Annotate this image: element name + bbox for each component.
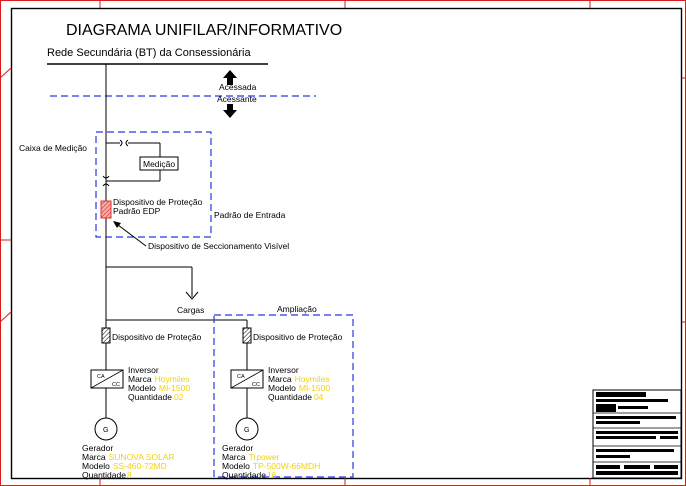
- branch-2-protection-device: [242, 327, 252, 344]
- branch-1-protection-label: Dispositivo de Proteção: [112, 332, 202, 342]
- generator-1-brand-value: SUNOVA SOLAR: [109, 452, 175, 462]
- diagram-title: DIAGRAMA UNIFILAR/INFORMATIVO: [66, 22, 342, 39]
- inverter-2-dc: CC: [252, 382, 260, 388]
- inverter-2-icon: CA CC: [230, 369, 264, 389]
- generator-1-icon: G: [94, 417, 118, 441]
- upper-side-label: Acessada: [219, 82, 257, 92]
- generator-1-symbol: G: [103, 427, 108, 434]
- entry-standard-label: Padrão de Entrada: [214, 210, 286, 220]
- inverter-2-ac: CA: [237, 374, 245, 380]
- branch-2: Dispositivo de Proteção CA CC Inversor M…: [222, 320, 343, 480]
- disconnect-label: Dispositivo de Seccionamento Visível: [148, 241, 289, 251]
- inverter-1-model-label: Modelo: [128, 383, 156, 393]
- redacted-blocks: [596, 392, 678, 475]
- inverter-1-title: Inversor: [128, 365, 159, 375]
- main-protection-device: [100, 200, 112, 219]
- title-block: [592, 389, 682, 479]
- meter-box: [139, 156, 179, 171]
- generator-2-title: Gerador: [222, 443, 253, 453]
- expansion-label: Ampliação: [277, 304, 317, 314]
- generator-1-qty-label: Quantidade: [82, 470, 126, 480]
- branch-1: Dispositivo de Proteção CA CC Inversor M…: [82, 320, 202, 480]
- inverter-1-ac: CA: [97, 374, 105, 380]
- generator-2-model-value: TP-500W-66MDH: [253, 461, 320, 471]
- loads-label: Cargas: [177, 305, 204, 315]
- inverter-2-model-label: Modelo: [268, 383, 296, 393]
- inverter-2-brand-label: Marca: [268, 374, 292, 384]
- grid-title: Rede Secundária (BT) da Consessionária: [47, 47, 251, 59]
- disconnect-pointer: [113, 221, 147, 247]
- inverter-1-icon: CA CC: [90, 369, 124, 389]
- meter-box-label: Caixa de Medição: [19, 143, 87, 153]
- inverter-2-brand-value: Hoymiles: [295, 374, 330, 384]
- generator-2-brand-value: Trpower: [249, 452, 280, 462]
- pointer-arrow-icon: [113, 221, 121, 228]
- arrow-down-icon: [223, 104, 237, 118]
- entry-standard-box: [95, 131, 212, 238]
- main-protection-label: Dispositivo de Proteção: [113, 197, 203, 207]
- generator-1-title: Gerador: [82, 443, 113, 453]
- generator-2-qty-value: 16: [267, 470, 277, 480]
- inverter-1-model-value: MI-1500: [159, 383, 190, 393]
- generator-2-model-label: Modelo: [222, 461, 250, 471]
- expansion-box: [213, 314, 354, 478]
- inverter-2-model-value: MI-1500: [299, 383, 330, 393]
- inverter-2-qty-label: Quantidade: [268, 392, 312, 402]
- generator-2-icon: G: [235, 417, 259, 441]
- generator-1-model-label: Modelo: [82, 461, 110, 471]
- inverter-1-brand-value: Hoymiles: [155, 374, 190, 384]
- arrow-up-icon: [223, 70, 237, 85]
- inverter-1-brand-label: Marca: [128, 374, 152, 384]
- inverter-2-qty-value: 04: [314, 392, 324, 402]
- branch-2-protection-label: Dispositivo de Proteção: [253, 332, 343, 342]
- generator-2-symbol: G: [244, 427, 249, 434]
- meter-label: Medição: [143, 159, 175, 169]
- generator-1-qty-value: 8: [127, 470, 132, 480]
- loads-arrow-icon: [185, 291, 199, 300]
- generator-1-model-value: SS-460-72MD: [113, 461, 167, 471]
- generator-1-qty: Quantidade8: [82, 470, 132, 480]
- generator-1-brand-label: Marca: [82, 452, 106, 462]
- current-transformer-icon: [102, 139, 161, 187]
- inverter-2-title: Inversor: [268, 365, 299, 375]
- lower-side-label: Acessante: [217, 94, 257, 104]
- generator-2-qty-label: Quantidade: [222, 470, 266, 480]
- inverter-1-dc: CC: [112, 382, 120, 388]
- generator-2-qty: Quantidade16: [222, 470, 277, 480]
- standard-label: Padrão EDP: [113, 206, 161, 216]
- inverter-1-qty-label: Quantidade: [128, 392, 172, 402]
- inverter-1-qty-value: 02: [174, 392, 184, 402]
- branch-1-protection-device: [101, 327, 111, 344]
- generator-2-brand-label: Marca: [222, 452, 246, 462]
